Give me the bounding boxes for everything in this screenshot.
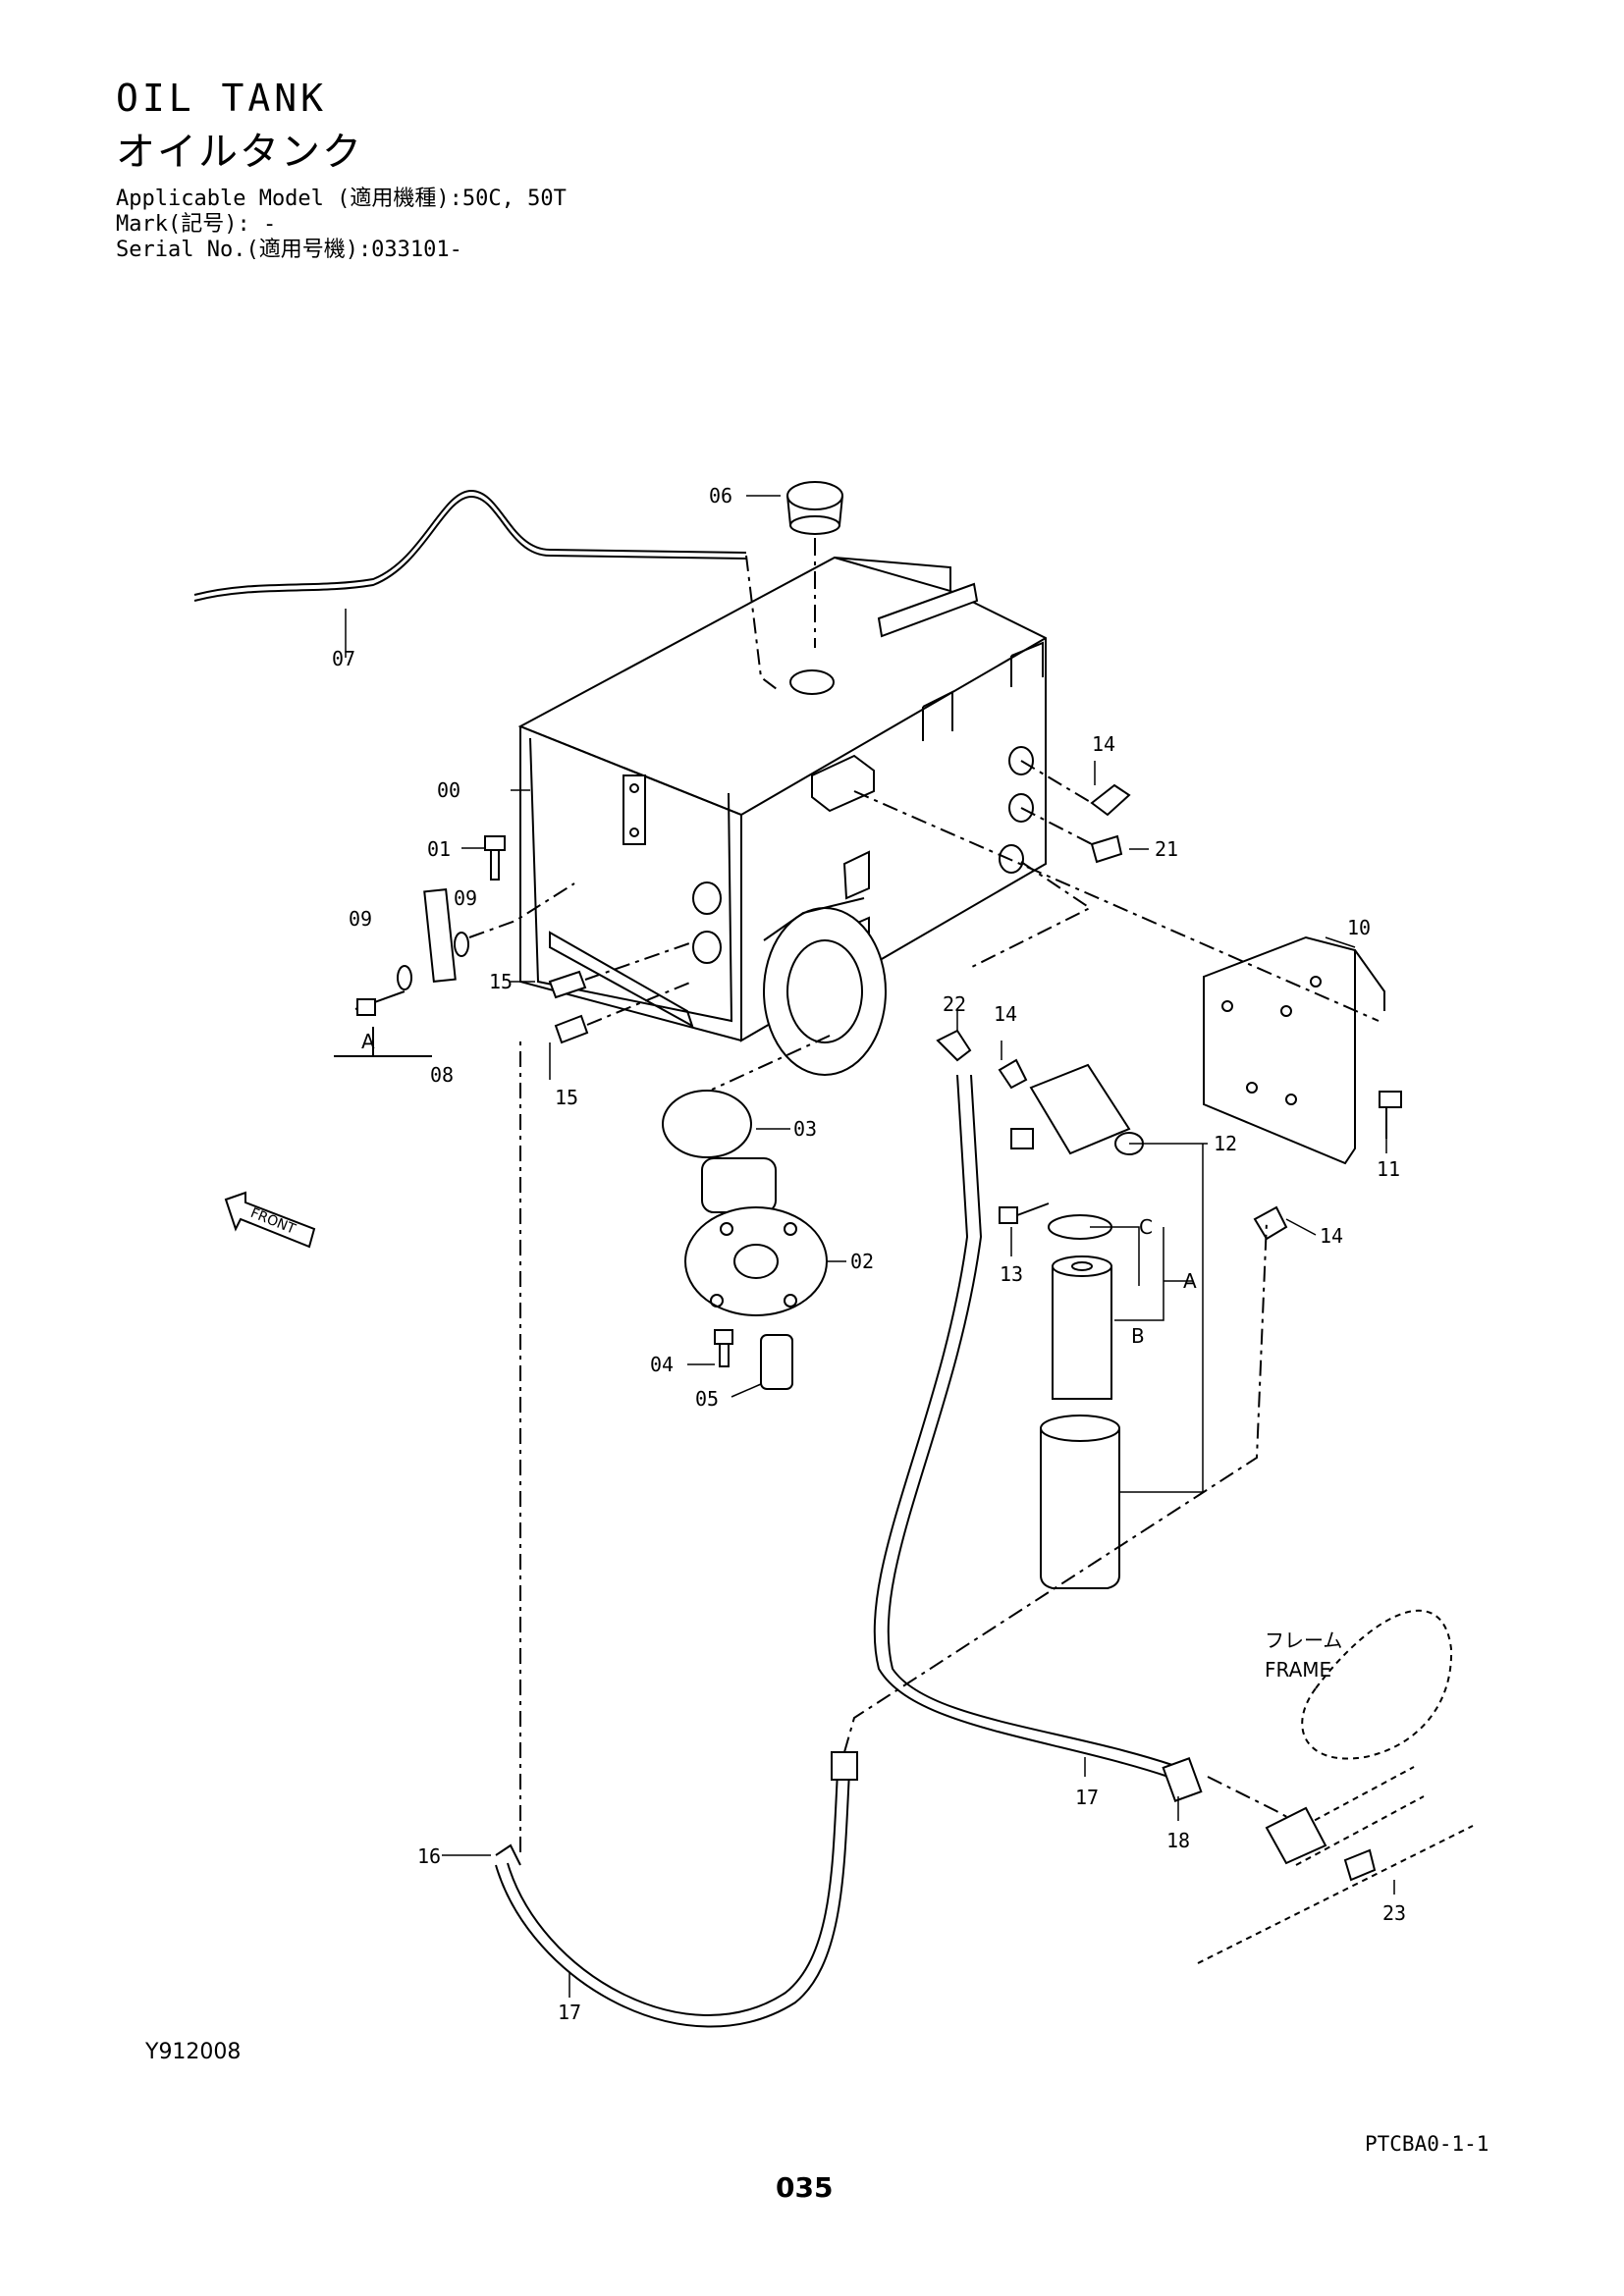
drawing-reference: Y912008 [145,2040,242,2064]
callout-09b: 09 [454,886,477,910]
callout-labels: 06 00 01 07 09 09 A 08 15 15 03 02 04 05… [248,484,1406,2024]
filter-bracket [853,790,1402,1165]
callout-15a: 15 [489,970,513,993]
callout-14c: 14 [1320,1224,1343,1248]
applicable-model: Applicable Model (適用機種):50C, 50T [116,187,567,211]
callout-12: 12 [1214,1132,1237,1155]
callout-07: 07 [332,647,355,670]
callout-09a: 09 [349,907,372,931]
callout-10: 10 [1347,916,1371,939]
callout-17b: 17 [558,2001,581,2024]
serial-number: Serial No.(適用号機):033101- [116,238,462,262]
return-hose [495,1039,1268,2028]
page-number: 035 [776,2171,834,2204]
title-english: OIL TANK [116,77,328,120]
mark: Mark(記号): - [116,212,277,237]
frame-label-jp: フレーム [1265,1629,1342,1652]
callout-ref-a-left: A [361,1030,375,1053]
callout-ref-a-right: A [1183,1269,1197,1293]
mounting-hardware [334,835,575,1057]
callout-ref-c: C [1139,1215,1153,1239]
callout-04: 04 [650,1353,674,1376]
callout-13: 13 [1000,1262,1023,1286]
leader-lines [345,495,1395,1998]
side-fittings [936,760,1288,1241]
callout-16: 16 [417,1844,441,1868]
callout-05: 05 [695,1387,719,1411]
callout-21: 21 [1155,837,1178,861]
callout-17a: 17 [1075,1786,1099,1809]
callout-08: 08 [430,1063,454,1087]
callout-06: 06 [709,484,732,507]
suction-strainer [662,1035,831,1390]
callout-ref-b: B [1131,1324,1145,1348]
title-japanese: オイルタンク [116,130,363,175]
callout-01: 01 [427,837,451,861]
main-hose [873,1074,1322,1837]
callout-14b: 14 [994,1002,1017,1026]
callout-15b: 15 [555,1086,578,1109]
callout-22: 22 [943,992,966,1016]
frame-section [1197,1609,1474,1964]
frame-label-en: FRAME [1265,1658,1331,1682]
oil-tank-body [517,556,1047,1076]
callout-14a: 14 [1092,732,1115,756]
line-filter [999,1063,1144,1589]
front-arrow-icon [224,1191,316,1249]
page-code: PTCBA0-1-1 [1365,2132,1489,2156]
callout-02: 02 [850,1250,874,1273]
breather-hose [193,489,747,596]
callout-18: 18 [1166,1829,1190,1852]
callout-00: 00 [437,778,460,802]
callout-23: 23 [1382,1901,1406,1925]
fittings-15 [548,941,693,1044]
callout-03: 03 [793,1117,817,1141]
callout-11: 11 [1377,1157,1400,1181]
filler-cap [786,481,843,648]
